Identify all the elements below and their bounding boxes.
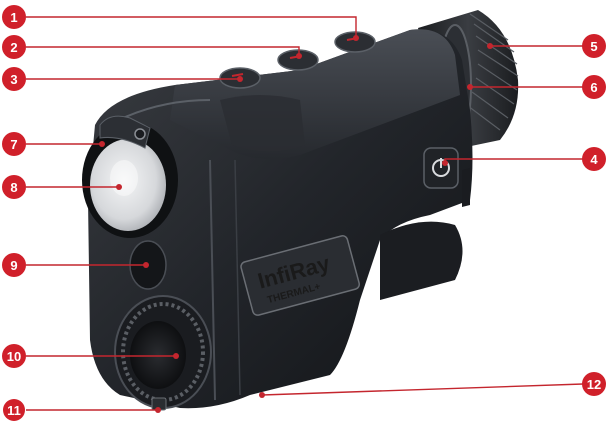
callout-7: 7 bbox=[2, 132, 26, 156]
callout-1-label: 1 bbox=[10, 10, 17, 25]
callout-9-label: 9 bbox=[10, 258, 17, 273]
eyepiece bbox=[114, 295, 212, 409]
callout-1: 1 bbox=[2, 5, 26, 29]
power-button[interactable] bbox=[423, 147, 459, 189]
callout-10-label: 10 bbox=[7, 349, 21, 364]
brand-plate: InfiRay THERMAL+ bbox=[240, 235, 360, 316]
callout-5-label: 5 bbox=[590, 39, 597, 54]
callout-2-label: 2 bbox=[10, 40, 17, 55]
objective-lens bbox=[82, 122, 178, 238]
callout-10: 10 bbox=[2, 344, 26, 368]
lens-cap-hinge bbox=[99, 115, 151, 149]
callout-2: 2 bbox=[2, 35, 26, 59]
callout-6: 6 bbox=[582, 75, 606, 99]
callout-3: 3 bbox=[2, 67, 26, 91]
callout-9: 9 bbox=[2, 253, 26, 277]
usb-port-cover bbox=[462, 168, 470, 207]
callout-12: 12 bbox=[582, 372, 606, 396]
callout-11-label: 11 bbox=[7, 403, 21, 418]
callout-6-label: 6 bbox=[590, 80, 597, 95]
callout-3-label: 3 bbox=[10, 72, 17, 87]
callout-4-label: 4 bbox=[590, 152, 598, 167]
top-button-2[interactable] bbox=[277, 49, 319, 71]
callout-4: 4 bbox=[582, 147, 606, 171]
callout-8-label: 8 bbox=[10, 180, 17, 195]
callout-7-label: 7 bbox=[10, 137, 17, 152]
callout-5: 5 bbox=[582, 34, 606, 58]
callout-11: 11 bbox=[3, 399, 25, 421]
callout-12-label: 12 bbox=[587, 377, 601, 392]
callout-8: 8 bbox=[2, 175, 26, 199]
callout-lines bbox=[26, 16, 584, 413]
top-button-1[interactable] bbox=[334, 31, 376, 53]
